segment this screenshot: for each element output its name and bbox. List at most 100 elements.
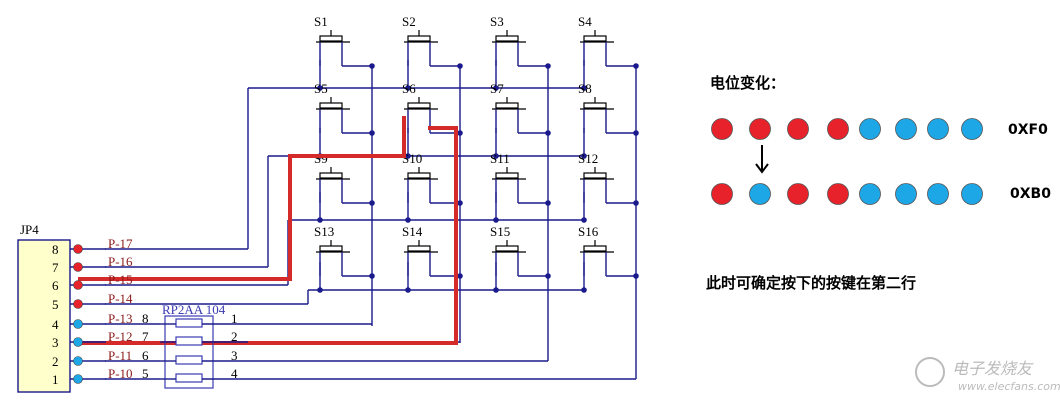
junction-dot [581, 287, 587, 293]
switch-label: S1 [314, 14, 328, 29]
connector-pin-marker [73, 374, 83, 384]
switch-label: S15 [490, 224, 510, 239]
switch-body [319, 172, 343, 179]
switch-label: S3 [490, 14, 504, 29]
junction-dot [493, 287, 499, 293]
resistor-pack-name: RP2AA 104 [162, 302, 226, 317]
switch-label: S12 [578, 151, 598, 166]
switch-s13: S13 [314, 224, 372, 277]
switch-body [583, 172, 607, 179]
watermark-logo-icon [915, 357, 945, 387]
resistor [175, 336, 203, 346]
connector-pin-marker [73, 337, 83, 347]
resistor-right-pin: 3 [231, 348, 238, 363]
connector-jp4: 8 P-17 7 P-16 6 P-15 5 P-14 4 P-13 3 P-12 2 P-11 1 P-10 [17, 236, 133, 393]
connector-pin-number: 3 [52, 335, 59, 350]
highlight-segment [78, 126, 458, 345]
row2-code: 0XB0 [1010, 186, 1051, 202]
junction-dot [317, 217, 323, 223]
connector-pin-number: 7 [52, 260, 59, 275]
conclusion-text: 此时可确定按下的按键在第二行 [706, 274, 916, 292]
switch-body [319, 102, 343, 109]
resistor-pack-body [164, 315, 214, 389]
resistor-right-pin: 2 [231, 329, 238, 344]
resistor-left-pin: 5 [142, 366, 149, 381]
port-label: P-13 [108, 311, 133, 326]
switch-s5: S5 [314, 81, 372, 134]
connector-pin-number: 2 [52, 354, 59, 369]
switch-body [407, 245, 431, 252]
watermark-url: www.elecfans.com [958, 380, 1060, 393]
junction-dot [493, 85, 499, 91]
port-label: P-12 [108, 329, 133, 344]
switch-s9: S9 [314, 151, 372, 204]
port-label: P-17 [108, 236, 133, 251]
connector-pin-number: 6 [52, 278, 59, 293]
switch-body [495, 102, 519, 109]
connector-pin-number: 1 [52, 372, 59, 387]
resistor-right-pin: 4 [231, 366, 238, 381]
switch-s14: S14 [402, 224, 460, 277]
connector-name: JP4 [20, 222, 39, 237]
state-dot-red [711, 118, 733, 140]
port-label: P-10 [108, 366, 133, 381]
switch-body [495, 35, 519, 42]
port-label: P-11 [108, 348, 132, 363]
wire-layer [105, 60, 639, 380]
switch-label: S6 [402, 81, 416, 96]
junction-dot [405, 153, 411, 159]
junction-dot [405, 287, 411, 293]
state-dot-red [787, 183, 809, 205]
junction-dot [493, 153, 499, 159]
switch-body [407, 35, 431, 42]
connector-pin-number: 8 [52, 242, 59, 257]
switch-label: S5 [314, 81, 328, 96]
state-dot-blue [961, 118, 983, 140]
switch-body [407, 172, 431, 179]
port-label: P-16 [108, 254, 133, 269]
connector-pin-number: 5 [52, 297, 59, 312]
switch-label: S2 [402, 14, 416, 29]
switch-s1: S1 [314, 14, 372, 67]
switch-body [407, 102, 431, 109]
connector-pin-number: 4 [52, 317, 59, 332]
switch-body [495, 245, 519, 252]
junction-dot [405, 217, 411, 223]
junction-dot [317, 85, 323, 91]
switch-body [319, 245, 343, 252]
watermark: 电子发烧友 www.elecfans.com [915, 357, 1060, 393]
switch-s11: S11 [490, 151, 548, 204]
watermark-main: 电子发烧友 [952, 359, 1034, 378]
dot-panel [711, 118, 983, 205]
connector-pin-marker [73, 280, 83, 290]
state-dot-blue [749, 183, 771, 205]
state-dot-red [827, 183, 849, 205]
port-label: P-15 [108, 272, 133, 287]
connector-pin-marker [73, 299, 83, 309]
junction-dot [581, 153, 587, 159]
switch-label: S13 [314, 224, 334, 239]
port-label: P-14 [108, 291, 133, 306]
state-dot-blue [927, 118, 949, 140]
connector-pin-marker [73, 319, 83, 329]
switch-s4: S4 [578, 14, 636, 67]
resistor-left-pin: 6 [142, 348, 149, 363]
resistor [175, 318, 203, 328]
connector-pin-marker [73, 356, 83, 366]
state-dot-blue [961, 183, 983, 205]
switch-s2: S2 [402, 14, 460, 67]
switch-s12: S12 [578, 151, 636, 204]
switch-s6: S6 [402, 81, 460, 134]
switch-label: S11 [490, 151, 510, 166]
resistor-left-pin: 7 [142, 329, 149, 344]
highlight-segment [78, 116, 406, 281]
state-dot-blue [859, 183, 881, 205]
state-dot-blue [859, 118, 881, 140]
state-dot-red [711, 183, 733, 205]
switch-label: S16 [578, 224, 599, 239]
resistor-right-pin: 1 [231, 311, 238, 326]
junction-dot [581, 85, 587, 91]
junction-dot [581, 217, 587, 223]
resistor-left-pin: 8 [142, 311, 149, 326]
